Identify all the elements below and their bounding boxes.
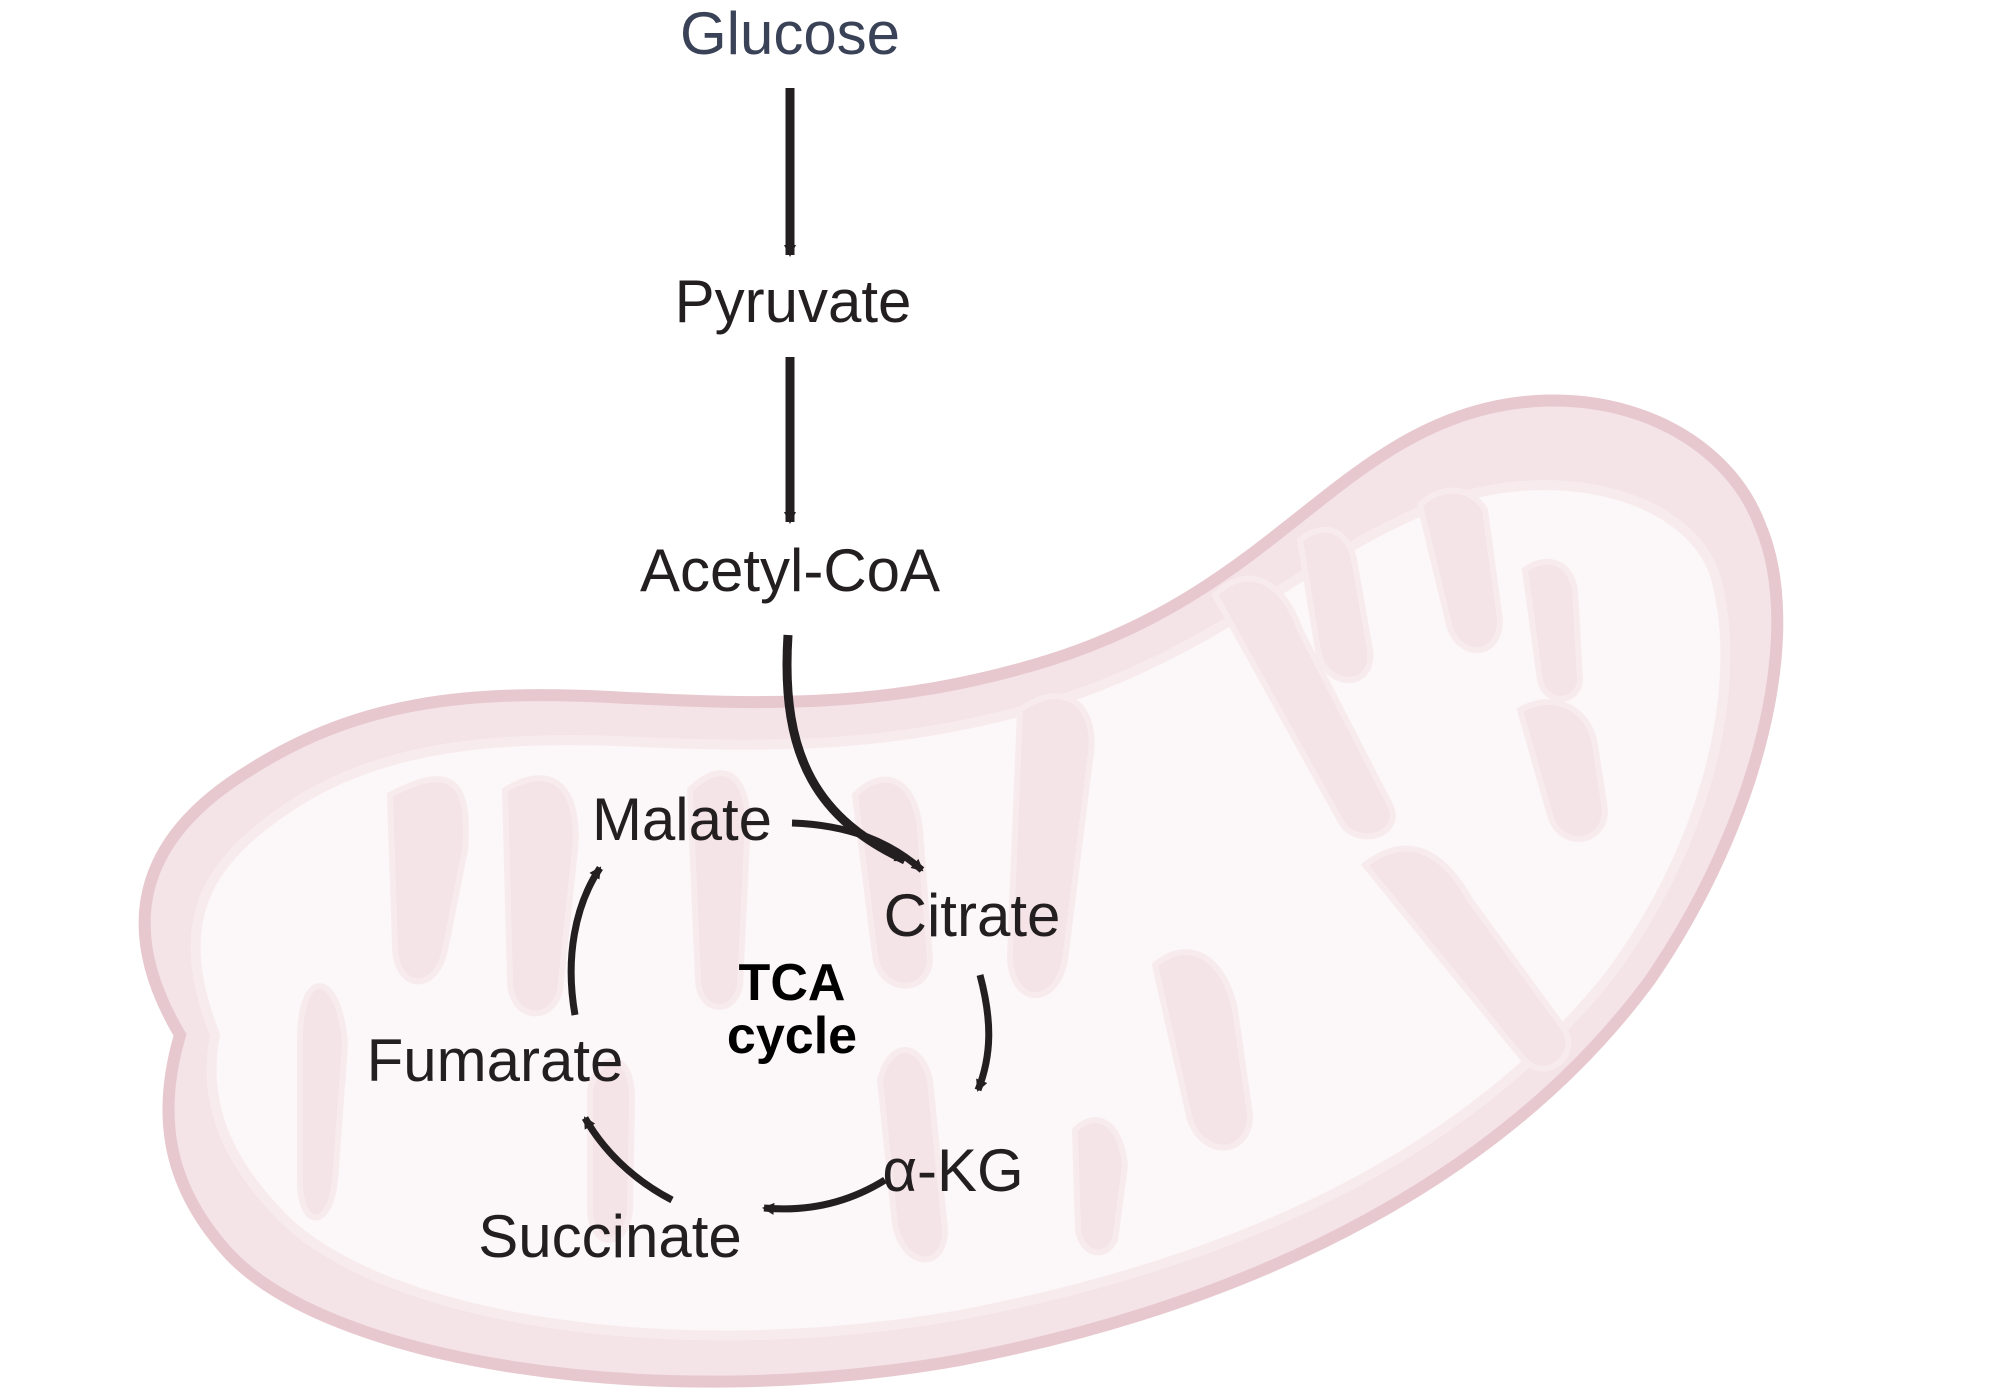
crista-14 xyxy=(1521,558,1584,702)
crista-11 xyxy=(1211,575,1396,840)
malate-label: Malate xyxy=(591,786,773,853)
cristae-group xyxy=(297,487,1609,1263)
crista-10 xyxy=(1071,1117,1129,1256)
crista-1 xyxy=(297,983,349,1221)
crista-12 xyxy=(1296,526,1374,683)
crista-16 xyxy=(1516,699,1609,842)
citrate-label: Citrate xyxy=(883,882,1061,949)
arrow-malate-to-citrate xyxy=(791,819,925,873)
crista-5 xyxy=(686,770,752,1010)
fumarate-label: Fumarate xyxy=(366,1027,624,1094)
tca-cycle-title: TCA cycle xyxy=(726,953,858,1065)
glucose-label: Glucose xyxy=(679,0,901,67)
crista-2 xyxy=(386,776,469,985)
tca-cycle-title-line-2: cycle xyxy=(726,1007,858,1065)
crista-7 xyxy=(876,1047,949,1263)
crista-8 xyxy=(1006,693,1095,999)
tca-cycle-title-line-1: TCA xyxy=(738,953,846,1012)
crista-13 xyxy=(1416,487,1504,653)
crista-15 xyxy=(1360,845,1572,1072)
arrow-alpha-kg-to-succinate xyxy=(762,1177,887,1215)
crista-9 xyxy=(1151,949,1254,1151)
mitochondrion-inner-membrane xyxy=(190,480,1731,1341)
succinate-label: Succinate xyxy=(478,1203,742,1270)
arrow-fumarate-to-malate xyxy=(567,866,603,1016)
pyruvate-label: Pyruvate xyxy=(674,268,912,335)
crista-6 xyxy=(851,776,934,989)
alpha-kg-label: α-KG xyxy=(882,1137,1024,1204)
arrow-succinate-to-fumarate xyxy=(581,1116,674,1204)
crista-3 xyxy=(501,775,579,1017)
arrow-citrate-to-alpha-kg xyxy=(974,974,993,1092)
acetyl-coa-label: Acetyl-CoA xyxy=(639,537,941,604)
tca-cycle-arrows xyxy=(567,819,993,1215)
